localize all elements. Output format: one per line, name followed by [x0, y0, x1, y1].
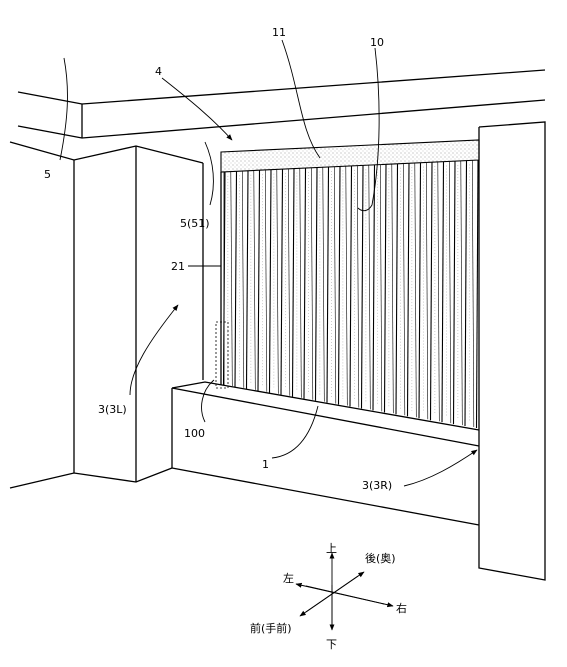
compass-left: 左 — [283, 572, 294, 585]
pleat-line — [322, 167, 325, 402]
pleat-line — [471, 160, 475, 428]
label-4: 4 — [155, 65, 162, 78]
pleat-line — [287, 168, 291, 396]
pleat-line — [429, 162, 433, 421]
pleat-line — [395, 163, 399, 415]
pleat-line — [314, 167, 318, 401]
pleat-line — [441, 161, 445, 423]
compass-down: 下 — [326, 638, 337, 651]
pleat-line — [253, 170, 256, 390]
pleat-line — [280, 169, 284, 395]
pedestal-1 — [171, 381, 480, 526]
label-3-3R: 3(3R) — [362, 479, 392, 492]
pleat-line — [372, 164, 376, 411]
pleat-line — [264, 170, 268, 392]
pleat-line — [345, 166, 348, 406]
pleat-line — [383, 164, 387, 413]
pleat-line — [234, 171, 238, 388]
pleat-line — [333, 166, 337, 404]
ceiling-beam — [17, 69, 546, 139]
left-wall-3L — [9, 141, 204, 489]
reference-labels: 5 4 11 10 5(51) 21 3(3L) 100 1 3(3R) — [44, 26, 392, 492]
pleat-line — [414, 162, 417, 418]
pleat-line — [402, 163, 406, 416]
pleat-line — [406, 163, 410, 417]
label-100: 100 — [184, 427, 205, 440]
compass-up: 上 — [326, 542, 337, 555]
pleat-line — [257, 170, 261, 391]
pleat-line — [356, 165, 360, 408]
compass-back: 後(奥) — [365, 551, 396, 565]
pleat-line — [310, 167, 314, 400]
pleat-line — [291, 168, 295, 397]
pleat-line — [448, 161, 452, 424]
pleat-line — [245, 170, 249, 389]
leader-lines — [59, 39, 478, 487]
label-3-3L: 3(3L) — [98, 403, 127, 416]
pleat-line — [337, 166, 341, 405]
pleat-line — [360, 165, 364, 409]
label-5-top: 5 — [44, 168, 51, 181]
pleat-line — [418, 162, 422, 419]
pleat-line — [242, 171, 245, 388]
pleat-line — [299, 168, 302, 398]
right-wall-3R — [478, 121, 546, 581]
direction-compass: 上 下 後(奥) 前(手前) 左 右 — [250, 542, 407, 651]
pleat-line — [326, 167, 330, 403]
pleat-line — [425, 162, 429, 420]
label-5-51: 5(51) — [180, 217, 210, 230]
pleat-line — [379, 164, 383, 412]
pleat-line — [303, 168, 307, 399]
header-box-11 — [220, 139, 480, 173]
pleat-line — [475, 159, 479, 429]
pleat-line — [452, 161, 456, 425]
compass-right: 右 — [396, 601, 407, 615]
pleat-line — [437, 161, 440, 422]
label-21: 21 — [171, 260, 185, 273]
pleat-line — [460, 160, 463, 426]
pleat-line — [230, 171, 233, 387]
label-11: 11 — [272, 26, 286, 39]
pleat-line — [464, 160, 468, 427]
compass-front: 前(手前) — [250, 621, 292, 635]
side-frame-21 — [215, 172, 229, 389]
pleat-line — [368, 165, 371, 410]
label-1: 1 — [262, 458, 269, 471]
label-10: 10 — [370, 36, 384, 49]
pleated-screen-10 — [222, 159, 479, 429]
pleat-line — [276, 169, 279, 394]
pleat-line — [349, 165, 353, 407]
pleat-line — [268, 169, 272, 393]
pleat-line — [391, 164, 394, 414]
